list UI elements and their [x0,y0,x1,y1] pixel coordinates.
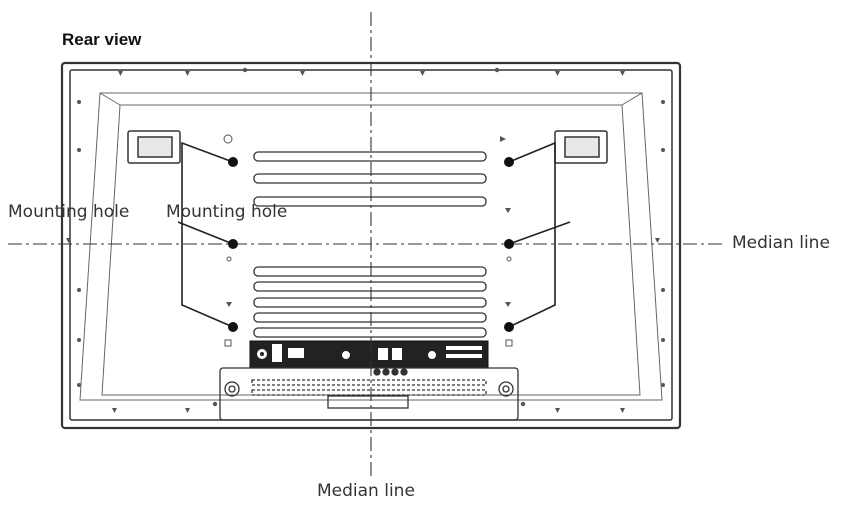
frame-marks [66,67,665,413]
mounting-hole-top-right [504,157,514,167]
right-bracket-leader [508,141,556,328]
mounting-hole-label-right: Mounting hole [166,202,288,222]
mounting-holes [228,157,514,332]
median-line-label-horizontal: Median line [732,233,830,253]
left-middle-leader [177,221,234,245]
mounting-hole-label-left: Mounting hole [8,202,130,222]
small-marks [223,134,513,347]
median-line-label-vertical: Median line [317,481,415,501]
vent-slots [253,151,487,338]
leader-lines [177,141,571,328]
mounting-hole-top-left [228,157,238,167]
diagram-title: Rear view [62,30,142,49]
mounting-hole-middle-right [504,239,514,249]
left-bracket-leader [181,141,234,328]
right-middle-leader [508,221,571,245]
median-lines [8,12,722,478]
back-cover [79,92,663,401]
mounting-hole-bottom-left [228,322,238,332]
mounting-hole-bottom-right [504,322,514,332]
handles [127,130,608,164]
terminal-panel [249,340,489,369]
mounting-hole-middle-left [228,239,238,249]
speaker-area [219,367,519,421]
